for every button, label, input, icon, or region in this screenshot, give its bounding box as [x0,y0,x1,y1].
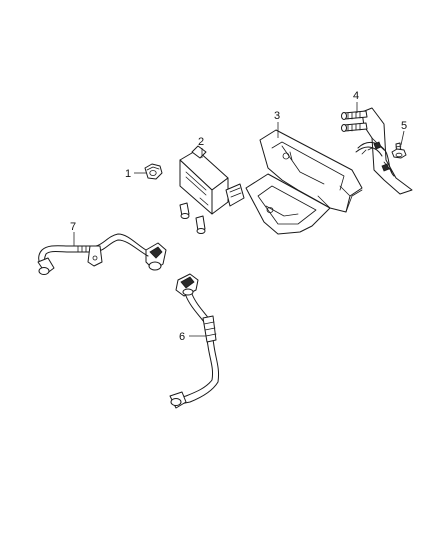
part-4-studs-bracket [341,107,413,195]
callout-3: 3 [274,110,280,122]
part-7-tube [37,233,167,275]
callout-1: 1 [125,168,131,180]
callout-6: 6 [179,331,185,343]
callout-5: 5 [401,120,407,132]
leader-lines [73,102,405,337]
part-2-sensor [179,145,245,234]
callout-4: 4 [353,90,359,102]
callout-2: 2 [198,136,204,148]
callouts: 1 2 3 4 5 6 7 [70,90,407,343]
leader-5 [400,130,405,146]
part-3-bracket [245,129,363,235]
part-1-nut [144,163,163,180]
callout-7: 7 [70,221,76,233]
part-6-tube [169,273,219,409]
part-5-bolt [391,142,407,159]
